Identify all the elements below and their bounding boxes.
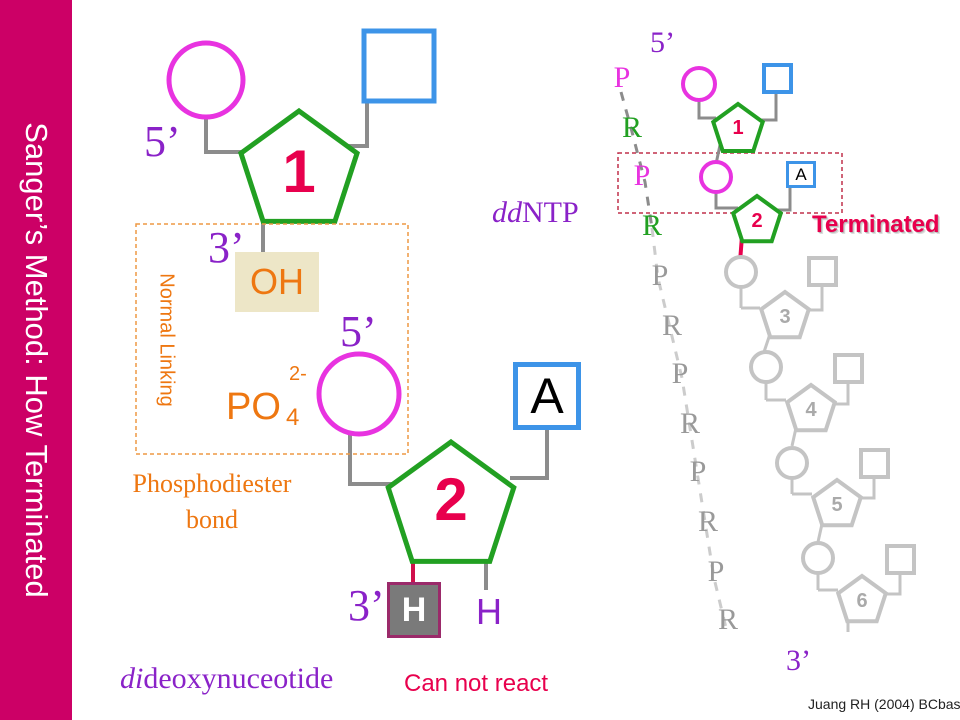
- ddntp-rest: NTP: [522, 196, 579, 229]
- sugar2-base-link: [510, 430, 549, 480]
- strand2-base-link: [776, 188, 792, 212]
- strand-unit-6-label: 6: [856, 590, 868, 612]
- phosphate1-circle: [166, 40, 246, 120]
- backbone-p-4: P: [671, 357, 689, 390]
- strand-unit-4-label: 4: [805, 399, 817, 421]
- backbone-p-1: P: [613, 61, 631, 94]
- credit-text: Juang RH (2004) BCbasics: [808, 696, 960, 712]
- cannot-react-label: Can not react: [404, 670, 549, 697]
- backbone-r-6: R: [717, 603, 739, 636]
- strand1-phosphate: [681, 66, 717, 102]
- dideoxy-label: dideoxynuceotide: [120, 664, 333, 694]
- backbone-p-6: P: [707, 555, 725, 588]
- strand1-base-link: [758, 90, 778, 122]
- backbone-p-5: P: [689, 455, 707, 488]
- strand-unit-6: [801, 541, 916, 632]
- dideoxy-italic-prefix: di: [120, 662, 144, 695]
- phosphodiester-line2: bond: [186, 505, 238, 534]
- sugar2-pentagon: [385, 438, 517, 564]
- right-5prime: 5’: [650, 26, 675, 59]
- strand-unit-2-label: 2: [751, 210, 763, 232]
- strand-unit-4: [749, 350, 864, 447]
- unit2-label: 2: [434, 466, 468, 533]
- backbone-colored: [619, 91, 654, 229]
- strand1-base: [762, 63, 793, 94]
- strand1-phosphate-link: [697, 100, 716, 120]
- base1-square: [361, 28, 437, 104]
- backbone-r-4: R: [679, 407, 701, 440]
- sugar1-phosphate-link: [204, 115, 245, 154]
- backbone-p-2: P: [633, 159, 651, 192]
- normal-linking-box: [135, 223, 409, 455]
- backbone-gray: [650, 227, 728, 629]
- right-3prime: 3’: [786, 644, 811, 677]
- backbone-r-5: R: [697, 505, 719, 538]
- backbone-r-1: R: [621, 111, 643, 144]
- hydroxyl-label: OH: [250, 261, 304, 302]
- left-3prime-bottom: 3’: [348, 581, 385, 630]
- strand2-phosphate: [699, 160, 733, 194]
- ddntp-italic-prefix: dd: [492, 196, 522, 229]
- unit1-label: 1: [282, 138, 316, 205]
- strand2-sugar: [730, 193, 784, 244]
- phosphate2-circle: [316, 351, 402, 437]
- strand-base-a-square: A: [786, 161, 816, 188]
- sugar1-base-link: [341, 100, 369, 148]
- strand2-phosphate-link: [714, 192, 738, 210]
- strand-unit-3: [724, 255, 838, 353]
- strand-unit-5-label: 5: [831, 494, 843, 516]
- hydrogen-2prime-label: H: [476, 591, 502, 632]
- backbone-r-2: R: [641, 209, 663, 242]
- sugar1-pentagon: [238, 107, 360, 224]
- phosphate-charge: 2-: [289, 363, 307, 385]
- backbone-r-3: R: [661, 309, 683, 342]
- hydroxyl-box: [235, 252, 319, 312]
- normal-linking-label: Normal Linking: [155, 273, 178, 407]
- phosphate-subscript: 4: [286, 404, 300, 431]
- strand1-sugar: [710, 101, 766, 154]
- hydrogen-3prime-box: H: [387, 582, 441, 638]
- phosphate-label: PO: [226, 386, 281, 428]
- backbone-p-3: P: [651, 259, 669, 292]
- strand-unit-1-label: 1: [732, 117, 744, 139]
- title-sidebar: Sanger’s Method: How Terminated: [0, 0, 72, 720]
- strand-unit-3-label: 3: [779, 306, 791, 328]
- phosphate2-sugar-link: [348, 428, 392, 486]
- terminated-label: Terminated: [812, 211, 940, 238]
- strand-unit-5: [775, 446, 890, 543]
- base-a-square: A: [513, 362, 581, 430]
- dideoxy-rest: deoxynuceotide: [143, 662, 334, 695]
- left-5prime-top: 5’: [144, 117, 181, 166]
- phosphodiester-line1: Phosphodiester: [132, 469, 292, 498]
- ddntp-label: ddNTP: [492, 198, 579, 228]
- left-5prime-mid: 5’: [340, 307, 377, 356]
